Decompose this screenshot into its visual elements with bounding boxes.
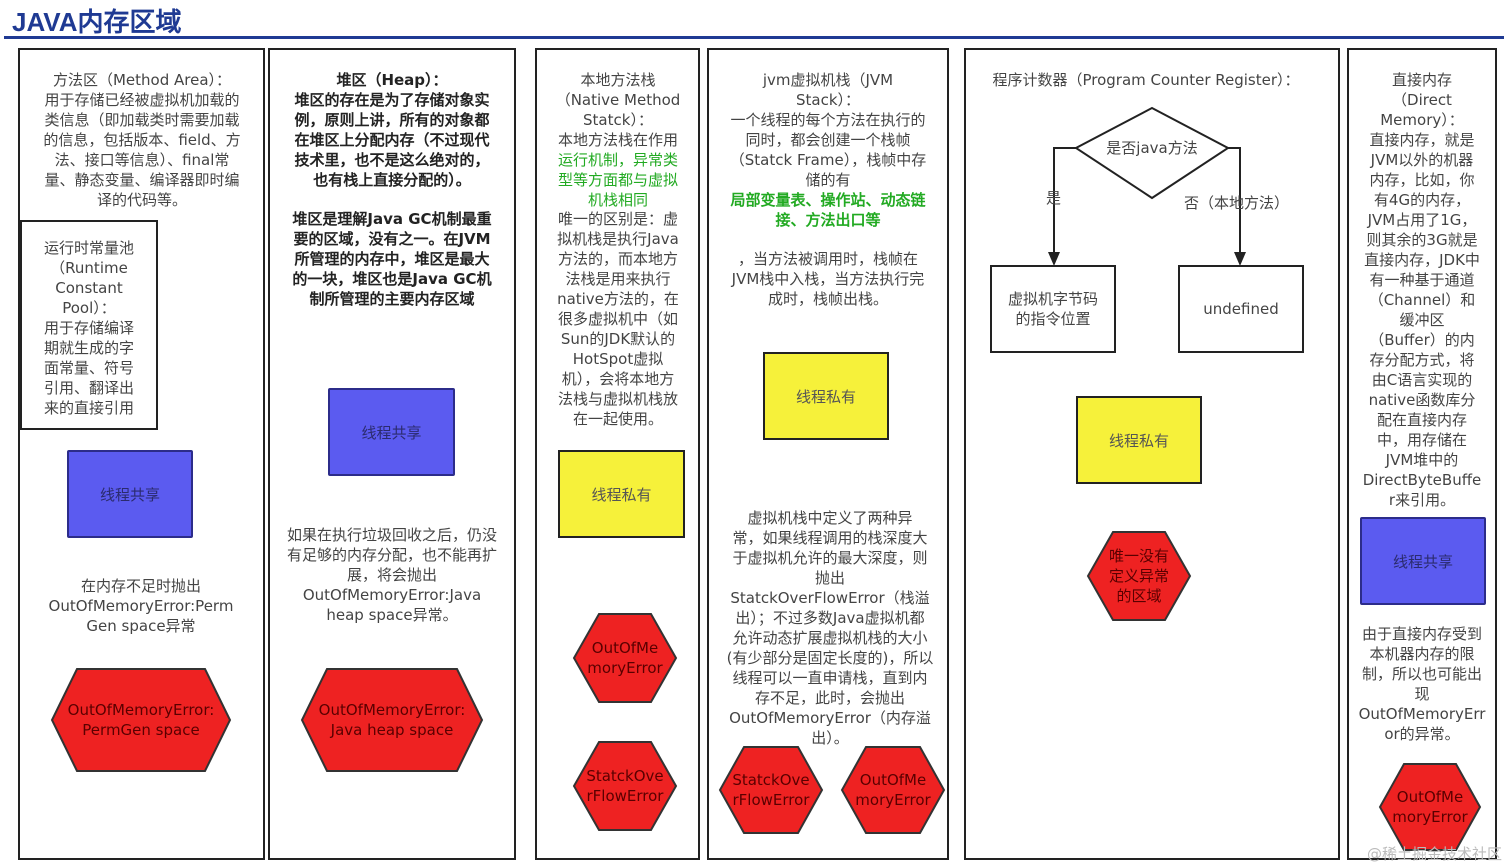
direct-oom-label: OutOfMe moryError xyxy=(1392,788,1468,826)
thread-private-badge: 线程私有 xyxy=(1076,396,1202,484)
jvm-stack-desc-a: jvm虚拟机栈（JVM Stack）： 一个线程的每个方法在执行的 同时，都会创… xyxy=(729,71,927,189)
jvm-stack-column xyxy=(707,48,949,860)
direct-memory-error-note: 由于直接内存受到 本机器内存的限 制，所以也可能出 现 OutOfMemoryE… xyxy=(1358,625,1486,743)
hexagon-shape xyxy=(840,746,946,834)
jvm-stackoverflow-label: StatckOve rFlowError xyxy=(732,771,810,809)
flowchart-lines xyxy=(1048,106,1246,266)
program-counter-header: 程序计数器（Program Counter Register）： xyxy=(992,71,1300,89)
hexagon-shape xyxy=(572,741,678,831)
native-stackoverflow-hexagon: StatckOve rFlowError xyxy=(572,740,678,832)
title-underline xyxy=(4,36,1504,39)
native-stack-desc-green: 运行机制，异常类 型等方面都与虚拟 机栈相同 xyxy=(557,151,678,209)
native-stack-desc-b: 唯一的区别是：虚 拟机栈是执行Java 方法的，而本地方 法栈是用来执行 nat… xyxy=(557,210,679,428)
native-oom-hexagon: OutOfMe moryError xyxy=(572,612,678,704)
thread-shared-badge: 线程共享 xyxy=(328,388,455,476)
yes-branch-label: 是 xyxy=(1046,189,1062,207)
direct-memory-column xyxy=(1347,48,1497,860)
hexagon-shape xyxy=(300,668,484,772)
hexagon-shape xyxy=(572,613,678,703)
runtime-constant-pool-box xyxy=(20,220,158,430)
bytecode-position-box xyxy=(990,265,1116,353)
decision-diamond-label: 是否java方法 xyxy=(1106,139,1198,157)
hexagon-shape xyxy=(50,668,232,772)
hexagon-shape xyxy=(1086,531,1192,621)
runtime-constant-pool-text: 运行时常量池 （Runtime Constant Pool）： 用于存储编译 期… xyxy=(43,239,134,417)
watermark: @稀土掘金技术社区 xyxy=(1366,845,1502,863)
direct-memory-description: 直接内存 （Direct Memory）： 直接内存，就是 JVM以外的机器 内… xyxy=(1362,71,1482,509)
method-area-description: 方法区（Method Area）： 用于存储已经被虚拟机加载的 类信息（即加载类… xyxy=(43,71,241,209)
hexagon-shape xyxy=(1378,763,1482,851)
heap-error-note: 如果在执行垃圾回收之后，仍没 有足够的内存分配，也不能再扩 展，将会抛出 Out… xyxy=(286,526,497,624)
method-area-error-note: 在内存不足时抛出 OutOfMemoryError:Perm Gen space… xyxy=(48,577,234,635)
bytecode-position-text: 虚拟机字节码 的指令位置 xyxy=(1007,290,1098,328)
jvm-oom-label: OutOfMe moryError xyxy=(855,771,931,809)
page-title: JAVA内存区域 xyxy=(12,7,182,37)
heap-error-hexagon: OutOfMemoryError: Java heap space xyxy=(300,667,484,773)
jvm-stackoverflow-hexagon: StatckOve rFlowError xyxy=(718,745,824,835)
jvm-oom-hexagon: OutOfMe moryError xyxy=(840,745,946,835)
jvm-stack-desc-b: ，当方法被调用时，栈帧在 JVM栈中入栈，当方法执行完 成时，栈帧出栈。 xyxy=(731,250,925,308)
native-oom-label: OutOfMe moryError xyxy=(587,639,663,677)
permgen-error-hexagon: OutOfMemoryError: PermGen space xyxy=(50,667,232,773)
native-stackoverflow-label: StatckOve rFlowError xyxy=(586,767,664,805)
jvm-stack-error-note: 虚拟机栈中定义了两种异 常，如果线程调用的栈深度大 于虚拟机允许的最大深度，则 … xyxy=(726,509,934,747)
thread-shared-badge: 线程共享 xyxy=(1360,517,1486,605)
direct-oom-hexagon: OutOfMe moryError xyxy=(1378,762,1482,852)
hexagon-shape xyxy=(718,746,824,834)
jvm-stack-desc-green: 局部变量表、操作站、动态链 接、方法出口等 xyxy=(730,191,926,229)
permgen-error-label: OutOfMemoryError: PermGen space xyxy=(67,701,215,739)
no-branch-label: 否（本地方法） xyxy=(1184,194,1290,212)
no-exception-label: 唯一没有 定义异常 的区域 xyxy=(1108,547,1169,605)
thread-private-badge: 线程私有 xyxy=(763,352,889,440)
undefined-box-text: undefined xyxy=(1203,300,1279,318)
heap-description: 堆区（Heap）： 堆区的存在是为了存储对象实 例，原则上讲，所有的对象都 在堆… xyxy=(294,71,490,189)
no-exception-hexagon: 唯一没有 定义异常 的区域 xyxy=(1086,530,1192,622)
heap-gc-description: 堆区是理解Java GC机制最重 要的区域，没有之一。在JVM 所管理的内存中，… xyxy=(292,210,492,308)
heap-error-label: OutOfMemoryError: Java heap space xyxy=(318,701,466,739)
undefined-box xyxy=(1178,265,1304,353)
native-stack-desc-a: 本地方法栈 （Native Method Statck）： 本地方法栈在作用 xyxy=(555,71,681,149)
thread-shared-badge: 线程共享 xyxy=(67,450,193,538)
thread-private-badge: 线程私有 xyxy=(558,450,685,538)
